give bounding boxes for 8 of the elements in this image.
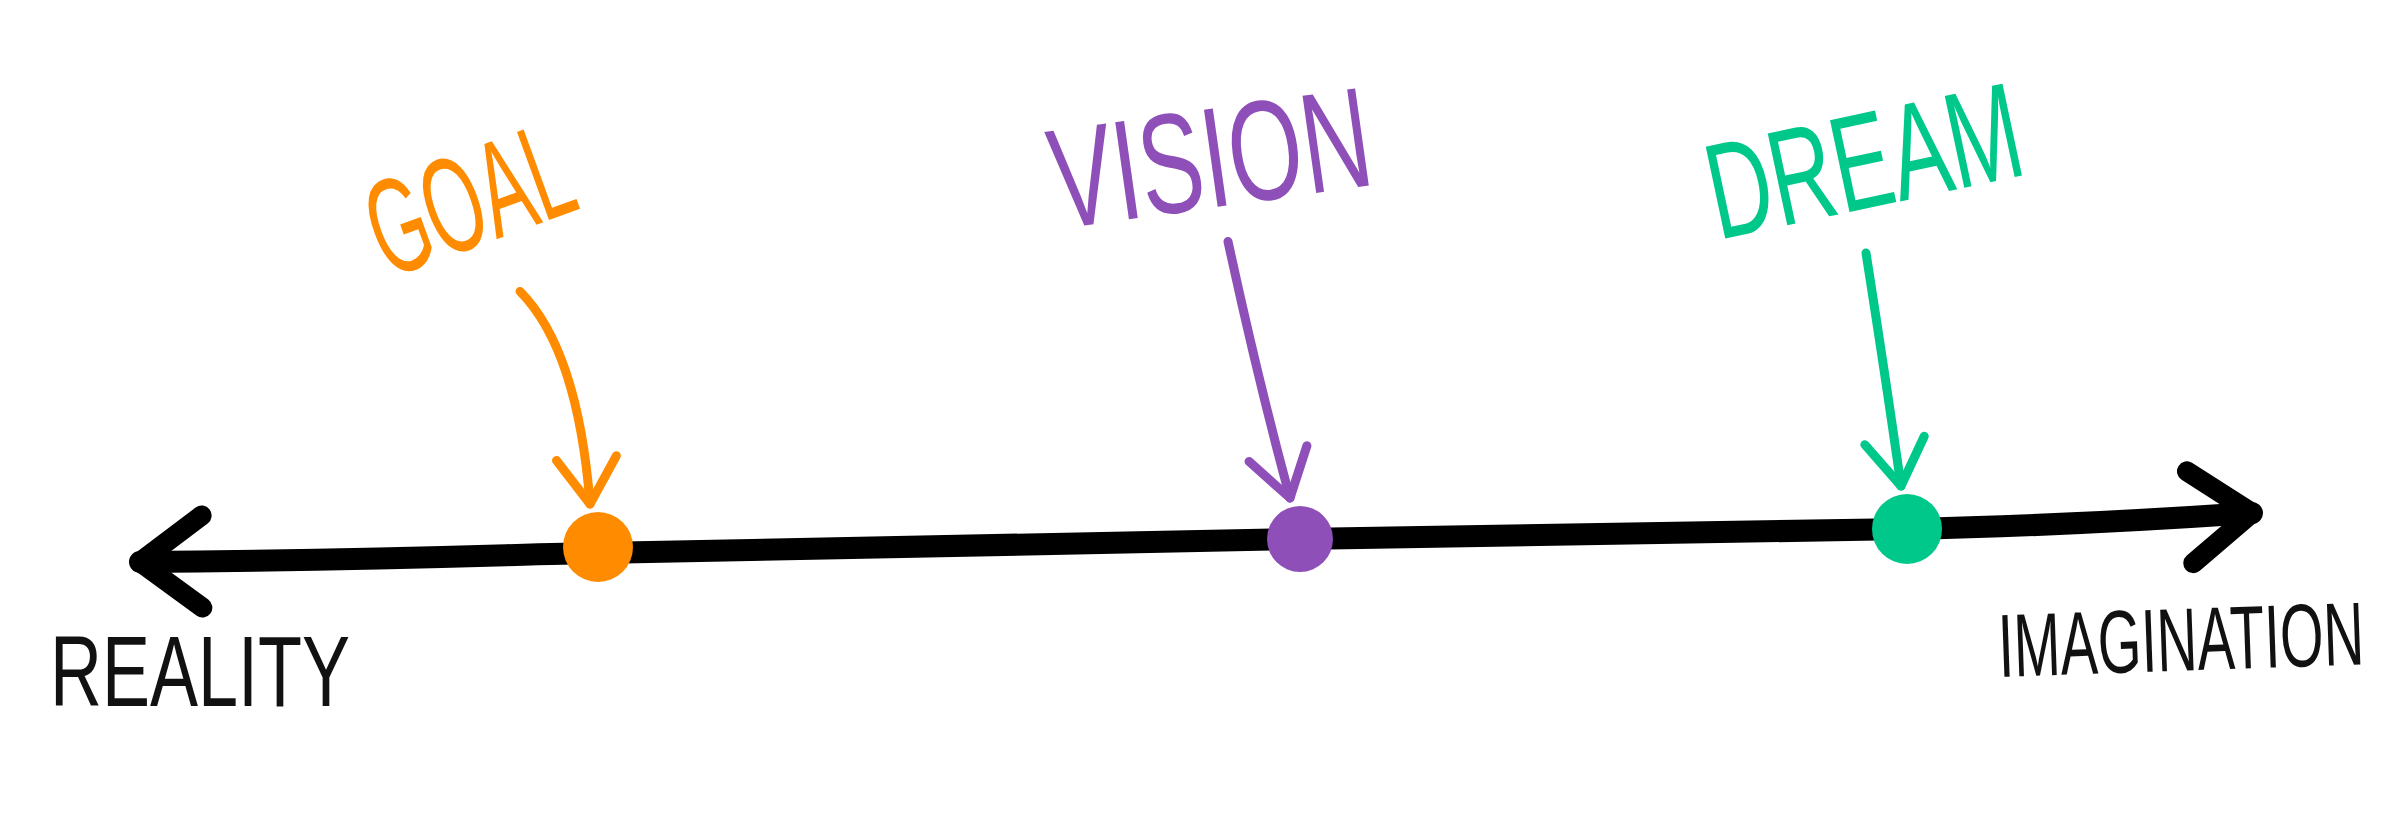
pointer-arrow xyxy=(1223,236,1312,503)
handwritten-label: DREAM xyxy=(1697,76,2031,248)
handwritten-label: GOAL xyxy=(353,114,585,286)
pointer-arrow xyxy=(515,286,621,509)
axis-end-label: REALITY xyxy=(49,631,351,711)
handwritten-label: VISION xyxy=(1042,80,1378,236)
axis-end-label: IMAGINATION xyxy=(1996,598,2366,682)
pointer-arrow xyxy=(1860,248,1929,491)
